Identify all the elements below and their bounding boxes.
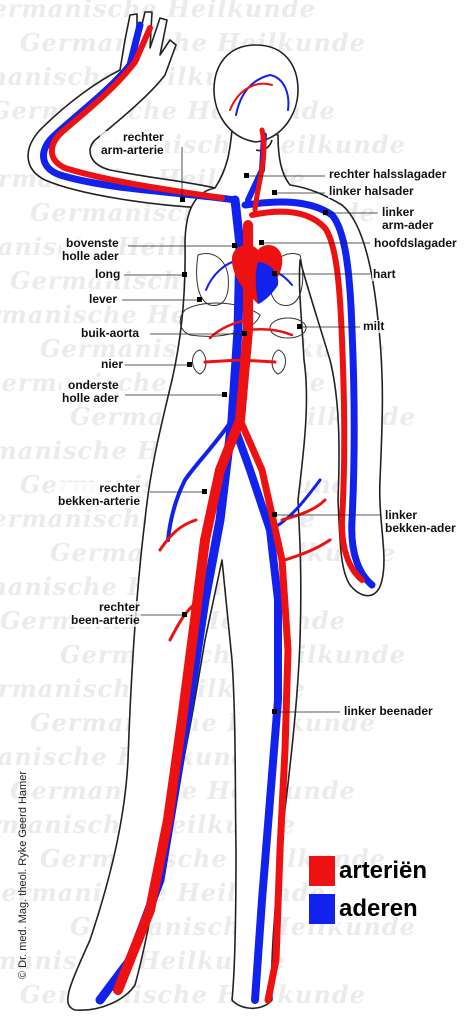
watermark-line: Germanische Heilkunde xyxy=(20,28,366,57)
watermark-line: Germanische Heilkunde xyxy=(10,776,356,805)
leader-lines xyxy=(122,147,380,713)
label-milt: milt xyxy=(362,319,386,333)
label-bovenste-holle-ader: bovenste holle ader xyxy=(61,236,120,263)
label-lever: lever xyxy=(88,292,119,306)
watermark-line: Germanische Heilkunde xyxy=(30,708,376,737)
legend-item-veins: aderen xyxy=(309,894,473,926)
label-rechter-been-arterie: rechter been-arterie xyxy=(70,600,141,627)
label-rechter-arm-arterie: rechter arm-arterie xyxy=(100,130,165,157)
label-hoofdslagader: hoofdslagader xyxy=(373,236,458,250)
right-kidney-outline xyxy=(192,349,207,375)
watermark-line: Germanische Heilkunde xyxy=(0,0,316,23)
leader-dots xyxy=(180,173,328,714)
label-buik-aorta: buik-aorta xyxy=(80,326,141,340)
legend-swatch-red xyxy=(309,856,335,886)
label-linker-arm-ader: linker arm-ader xyxy=(381,205,435,232)
copyright-credit: © Dr. med. Mag. theol. Ryke Geerd Hamer xyxy=(17,771,29,980)
right-lung-outline xyxy=(196,253,229,306)
left-kidney-outline xyxy=(271,349,286,375)
label-rechter-bekken-arterie: rechter bekken-arterie xyxy=(57,481,142,508)
legend-label-veins: aderen xyxy=(339,895,418,922)
label-hart: hart xyxy=(372,267,397,281)
label-nier: nier xyxy=(100,357,125,371)
label-linker-bekken-ader: linker bekken-ader xyxy=(384,508,457,535)
label-onderste-holle-ader: onderste holle ader xyxy=(61,378,120,405)
label-linker-halsader: linker halsader xyxy=(328,184,415,198)
label-long: long xyxy=(94,267,122,281)
arteries xyxy=(48,25,365,1004)
spleen-outline xyxy=(269,317,307,339)
label-rechter-halsslagader: rechter halsslagader xyxy=(328,167,448,181)
label-linker-beenader: linker beenader xyxy=(343,704,434,718)
legend-swatch-blue xyxy=(309,894,335,924)
legend-item-arteries: arteriën xyxy=(309,856,473,888)
legend-label-arteries: arteriën xyxy=(339,857,428,884)
